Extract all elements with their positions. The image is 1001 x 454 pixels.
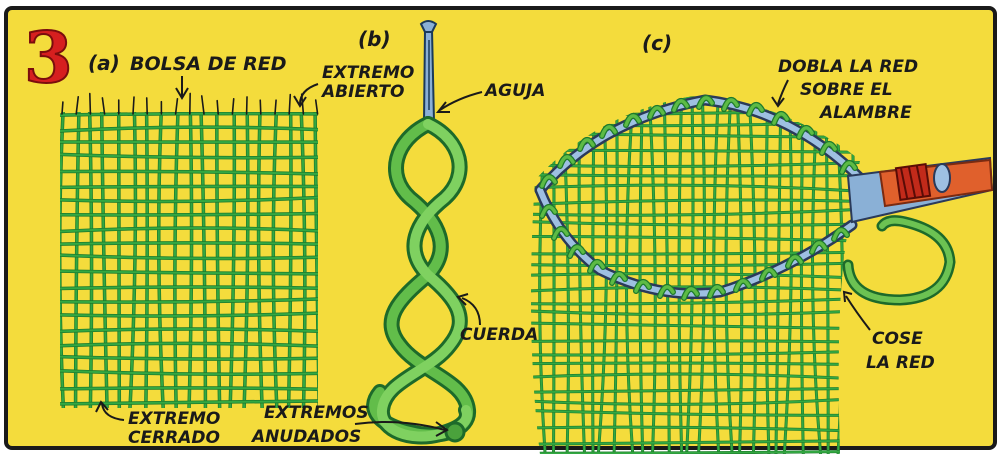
cuerda-label: CUERDA (460, 325, 538, 345)
extremos-anudados-label-2: ANUDADOS (250, 427, 361, 447)
extremo-abierto-label-2: ABIERTO (320, 82, 404, 102)
dobla-label-2: SOBRE EL (800, 80, 893, 100)
bolsa-de-red-label: BOLSA DE RED (130, 53, 287, 75)
extremo-abierto-label-1: EXTREMO (322, 63, 414, 83)
extremos-anudados-label-1: EXTREMOS (264, 403, 369, 423)
cose-label-1: COSE (872, 329, 923, 349)
panel-b-letter: (b) (358, 27, 391, 51)
panel-c-letter: (c) (642, 31, 672, 55)
dobla-label-1: DOBLA LA RED (778, 57, 918, 77)
extremo-cerrado-label-2: CERRADO (128, 428, 220, 448)
dobla-label-3: ALAMBRE (818, 103, 912, 123)
extremo-cerrado-label-1: EXTREMO (128, 409, 220, 429)
panel-a-letter: (a) (88, 51, 120, 75)
figure-number: 3 (24, 16, 73, 99)
knot (446, 423, 464, 441)
aguja-label: AGUJA (483, 81, 545, 101)
cose-label-2: LA RED (866, 353, 935, 373)
